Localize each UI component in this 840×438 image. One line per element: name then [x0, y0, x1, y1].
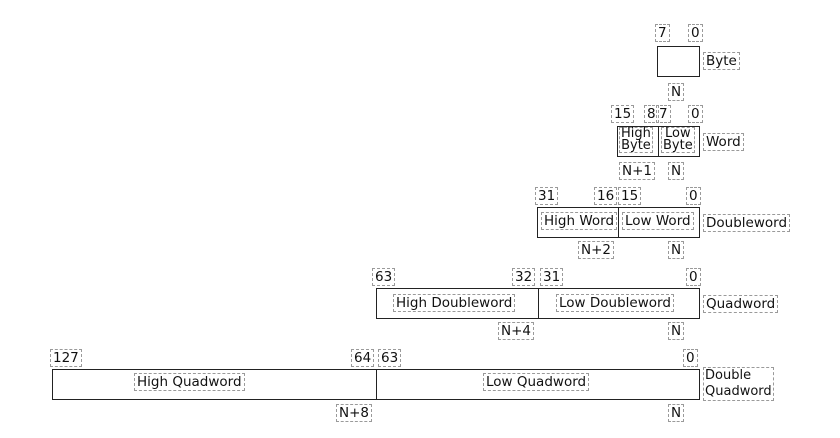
word-high-byte-line-2: Byte [621, 138, 651, 153]
quadword-high-doubleword-label: High Doubleword [393, 294, 516, 312]
word-address-high: N+1 [619, 162, 655, 180]
double-quadword-divider [376, 369, 377, 400]
doubleword-name: Doubleword [703, 214, 791, 232]
byte-bit-0-label: 0 [688, 24, 703, 42]
quadword-name: Quadword [703, 295, 779, 313]
word-divider [658, 126, 659, 157]
word-bit-8-label: 8 [644, 105, 659, 123]
quadword-address-high: N+4 [498, 322, 534, 340]
double-quadword-name: Double Quadword [703, 367, 774, 401]
double-quadword-bit-127-label: 127 [50, 349, 82, 367]
doubleword-bit-15-label: 15 [618, 187, 642, 205]
quadword-bit-31-label: 31 [540, 268, 564, 286]
quadword-bit-0-label: 0 [686, 268, 701, 286]
quadword-divider [538, 288, 539, 319]
doubleword-divider [618, 207, 619, 238]
word-high-byte-label: High Byte [619, 127, 653, 153]
quadword-low-doubleword-label: Low Doubleword [556, 294, 674, 312]
byte-bit-7-label: 7 [655, 24, 670, 42]
word-name: Word [703, 133, 744, 151]
double-quadword-name-line-2: Quadword [705, 384, 772, 399]
word-bit-7-label: 7 [656, 105, 671, 123]
word-low-byte-line-2: Byte [663, 138, 693, 153]
double-quadword-address-high: N+8 [336, 404, 372, 422]
double-quadword-bit-63-label: 63 [378, 349, 402, 367]
doubleword-low-word-label: Low Word [622, 212, 694, 230]
byte-box [657, 46, 700, 77]
doubleword-high-word-label: High Word [541, 212, 618, 230]
word-low-byte-label: Low Byte [661, 127, 695, 153]
byte-name: Byte [703, 52, 740, 70]
double-quadword-bit-0-label: 0 [683, 349, 698, 367]
doubleword-address-high: N+2 [578, 241, 614, 259]
doubleword-bit-31-label: 31 [535, 187, 559, 205]
quadword-address-low: N [668, 322, 685, 340]
double-quadword-address-low: N [668, 404, 685, 422]
doubleword-bit-16-label: 16 [594, 187, 618, 205]
double-quadword-low-quadword-label: Low Quadword [483, 373, 590, 391]
byte-address: N [668, 83, 685, 101]
word-high-byte-line-1: High [621, 126, 651, 141]
quadword-bit-32-label: 32 [512, 268, 536, 286]
doubleword-bit-0-label: 0 [686, 187, 701, 205]
double-quadword-bit-64-label: 64 [351, 349, 375, 367]
quadword-bit-63-label: 63 [372, 268, 396, 286]
word-low-byte-line-1: Low [665, 126, 691, 141]
double-quadword-name-line-1: Double [705, 368, 752, 383]
word-bit-0-label: 0 [688, 105, 703, 123]
double-quadword-high-quadword-label: High Quadword [134, 373, 245, 391]
word-address-low: N [668, 162, 685, 180]
word-bit-15-label: 15 [611, 105, 635, 123]
doubleword-address-low: N [668, 241, 685, 259]
